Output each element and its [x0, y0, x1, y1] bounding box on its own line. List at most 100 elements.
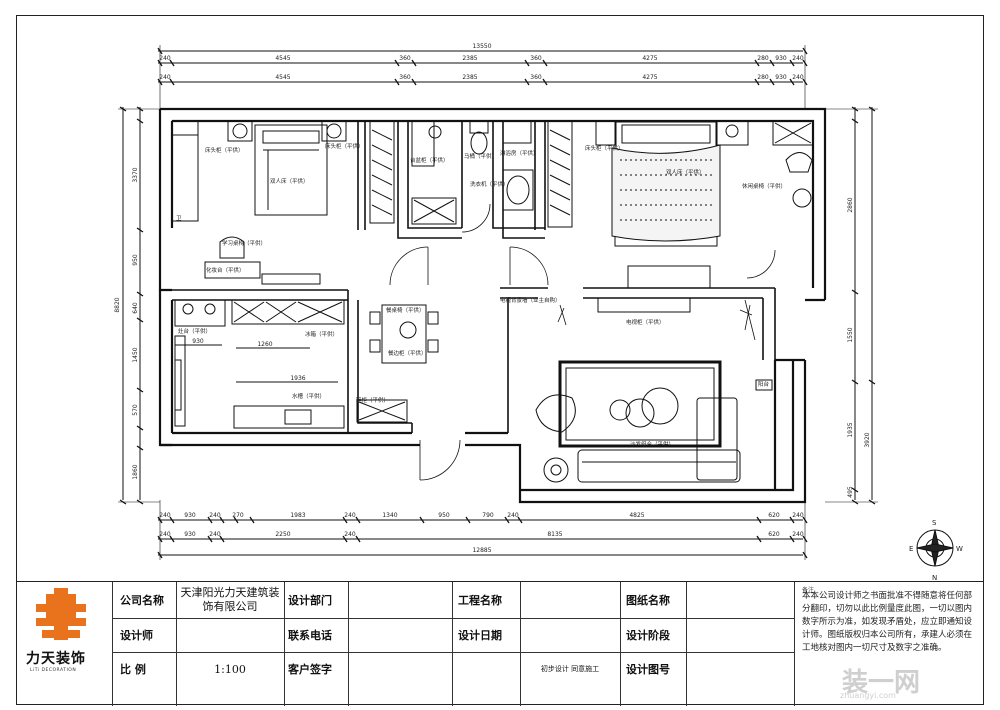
dim-top-3: 2385 — [462, 55, 477, 62]
watermark: 装一网 — [842, 668, 921, 698]
dim-top-1: 4545 — [275, 55, 290, 62]
drawing-sheet — [16, 15, 984, 705]
label-lamp1r: 床头柜（平供） — [325, 142, 364, 150]
dim-left-3: 640 — [132, 302, 139, 314]
dim-top2-1: 4545 — [275, 74, 290, 81]
dim-b1-8: 790 — [482, 512, 494, 519]
dim-b2-5: 8135 — [547, 531, 562, 538]
dim-b1-0: 240 — [159, 512, 171, 519]
bath-fixtures — [411, 120, 534, 225]
label-stove: 灶台（平供） — [178, 327, 211, 335]
dim-b1-4: 1983 — [290, 512, 305, 519]
label-vanity: 台盆柜（平供） — [410, 156, 449, 164]
dim-top2-6: 280 — [757, 74, 769, 81]
dim-top-2: 360 — [399, 55, 411, 62]
company-value: 天津阳光力天建筑装饰有限公司 — [180, 586, 280, 613]
dim-top2-4: 360 — [530, 74, 542, 81]
dim-b1-5: 240 — [344, 512, 356, 519]
drawing-no-label: 设计图号 — [626, 663, 670, 676]
dim-left-6: 570 — [132, 404, 139, 416]
label-dining: 餐桌椅（平供） — [386, 306, 425, 314]
label-wc: 马桶（平供） — [464, 152, 497, 160]
dim-b2-4: 240 — [344, 531, 356, 538]
stage-value: 初步设计 同意施工 — [540, 665, 600, 673]
logo-en: LiTi DECORATION — [30, 668, 77, 673]
dim-b1-2: 240 — [209, 512, 221, 519]
kitchen-furniture — [174, 299, 345, 429]
label-tv-wall: 电视背景墙（业主自购） — [500, 296, 561, 304]
label-bed2: 双人床（平供） — [666, 168, 705, 176]
floor-plan: 13550 240 4545 360 2385 360 4275 280 930… — [114, 43, 963, 582]
living-furniture — [535, 360, 773, 483]
outer-wall-top — [160, 107, 827, 300]
outer-wall-left-upper — [158, 109, 172, 292]
logo-text: 力天装饰 — [26, 651, 86, 667]
closet2 — [547, 120, 573, 228]
label-fridge: 冰箱（平供） — [305, 330, 338, 338]
dim-top2-2: 360 — [399, 74, 411, 81]
phone-label: 联系电话 — [288, 629, 332, 642]
outer-wall-left-lower — [158, 290, 172, 447]
dim-b2-7: 240 — [792, 531, 804, 538]
room-labels: 双人床（平供） 床头柜（平供） 床头柜（平供） 学习桌椅（平供） 化妆台（平供）… — [176, 142, 786, 448]
dim-b1-1: 930 — [184, 512, 196, 519]
note-text: 本本公司设计师之书面批准不得随意将任何部分翻印，切勿以此比例量度此图，一切以图内… — [802, 591, 973, 653]
label-dresser: 化妆台（平供） — [206, 266, 245, 274]
door-entry — [419, 439, 461, 481]
label-balcony: 阳台 — [758, 380, 770, 388]
dim-top-4: 360 — [530, 55, 542, 62]
dining-furniture — [356, 304, 439, 423]
dim-bottom-total: 12885 — [472, 547, 491, 554]
dim-right-2: 1935 — [847, 422, 854, 437]
note-heading: 备注 — [802, 587, 815, 594]
dim-right-1: 1550 — [847, 327, 854, 342]
dim-b1-7: 950 — [438, 512, 450, 519]
watermark-domain: zhuangyi.com — [840, 691, 896, 700]
design-stage-label: 设计阶段 — [626, 629, 670, 642]
dim-top2-7: 930 — [775, 74, 787, 81]
label-basin: 洗衣机（平供） — [470, 180, 509, 188]
label-sink: 水槽（平供） — [292, 392, 325, 400]
dim-b1-6: 1340 — [382, 512, 397, 519]
label-bathroom: 卫 — [176, 215, 182, 222]
bedroom2-furniture — [595, 120, 814, 313]
project-name-label: 工程名称 — [458, 594, 502, 607]
label-sofa: 沙发组合（平供） — [630, 440, 674, 448]
dimension-labels: 13550 240 4545 360 2385 360 4275 280 930… — [114, 43, 871, 554]
dim-b1-9: 240 — [507, 512, 519, 519]
compass-rose — [916, 529, 954, 567]
door-bedroom1 — [389, 246, 429, 286]
closet1 — [369, 120, 395, 224]
label-shower: 淋浴房（平供） — [500, 149, 539, 157]
dim-right-3: 3920 — [864, 432, 871, 447]
dim-top2-8: 240 — [792, 74, 804, 81]
dim-left-5: 1450 — [132, 347, 139, 362]
dim-top-8: 240 — [792, 55, 804, 62]
dim-top-6: 280 — [757, 55, 769, 62]
label-bed1: 双人床（平供） — [270, 177, 309, 185]
dim-kitchen-1: 1260 — [257, 341, 272, 348]
dim-kitchen-2: 1936 — [290, 375, 305, 382]
label-dining2: 餐边柜（平供） — [388, 349, 427, 357]
dim-b2-0: 240 — [159, 531, 171, 538]
scale-label: 比 例 — [120, 663, 146, 676]
dim-left-2: 950 — [132, 254, 139, 266]
door-bath — [461, 203, 491, 233]
dim-b1-3: 270 — [232, 512, 244, 519]
dim-right-0: 2860 — [847, 197, 854, 212]
compass-s: S — [932, 519, 937, 527]
plants — [557, 299, 756, 341]
dim-b1-12: 240 — [792, 512, 804, 519]
compass-e: E — [909, 545, 913, 553]
dim-b1-10: 4825 — [629, 512, 644, 519]
bedroom1-furniture — [171, 120, 347, 285]
label-lamp1l: 床头柜（平供） — [205, 146, 244, 154]
dim-b1-11: 620 — [768, 512, 780, 519]
dim-b2-3: 2250 — [275, 531, 290, 538]
dim-top-total: 13550 — [472, 43, 491, 50]
dim-kitchen-3: 930 — [192, 338, 204, 345]
dim-left-total: 8820 — [114, 297, 121, 312]
dim-top-7: 930 — [775, 55, 787, 62]
door-bedroom2 — [509, 246, 549, 286]
dim-b2-6: 620 — [768, 531, 780, 538]
